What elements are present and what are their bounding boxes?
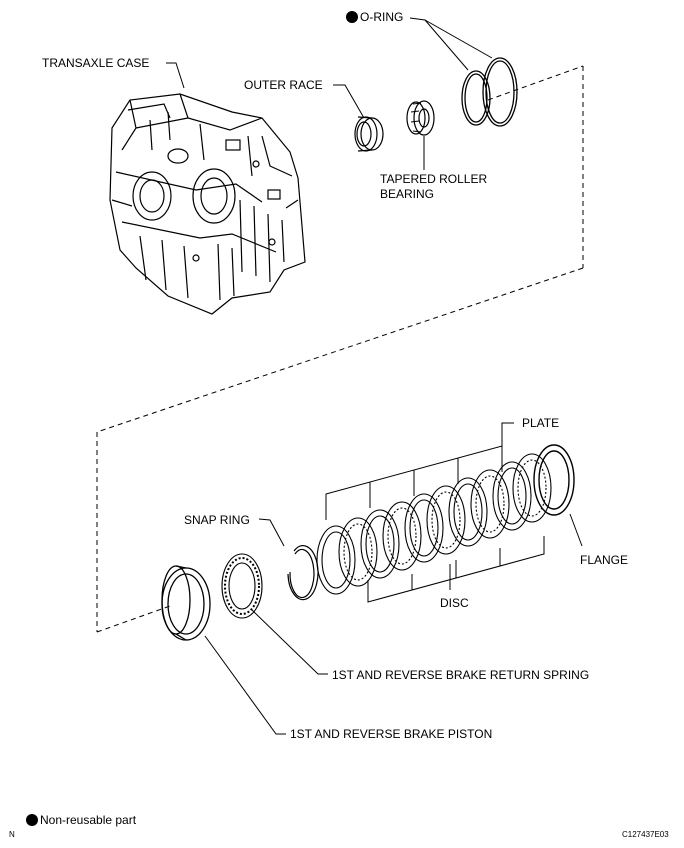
disc-4 — [470, 469, 510, 539]
outer-race-label: OUTER RACE — [244, 78, 323, 92]
return-spring-label: 1ST AND REVERSE BRAKE RETURN SPRING — [332, 668, 590, 682]
snap-ring — [287, 545, 319, 601]
o-rings — [461, 57, 518, 127]
return-spring — [221, 553, 263, 619]
plate-1 — [316, 525, 356, 595]
legend-text: Non-reusable part — [40, 813, 137, 827]
plate-3 — [404, 493, 444, 563]
disc-1 — [338, 517, 378, 587]
assembly-dashed-outline — [96, 65, 584, 633]
tapered-roller-bearing-label-line1: TAPERED ROLLER — [380, 172, 488, 186]
plate-2 — [360, 509, 400, 579]
disc-2 — [382, 501, 422, 571]
orientation-mark: N — [9, 830, 15, 839]
tapered-roller-bearing-label-line2: BEARING — [380, 187, 435, 201]
brake-piston — [161, 565, 211, 641]
disc-5 — [512, 453, 552, 523]
plate-label: PLATE — [522, 416, 560, 430]
clutch-pack — [316, 444, 575, 595]
plate-4 — [448, 477, 488, 547]
legend: Non-reusable part — [26, 813, 136, 827]
piston-label: 1ST AND REVERSE BRAKE PISTON — [290, 727, 493, 741]
flange-label: FLANGE — [580, 553, 629, 567]
plate-5 — [492, 461, 532, 531]
disc-label: DISC — [440, 596, 469, 610]
transaxle-case — [109, 93, 306, 315]
tapered-roller-bearing — [406, 100, 435, 136]
snap-ring-label: SNAP RING — [184, 513, 250, 527]
o-ring-text: O-RING — [360, 10, 404, 24]
figure-code: C127437E03 — [622, 830, 669, 839]
transaxle-case-label: TRANSAXLE CASE — [42, 56, 150, 70]
leader-lines — [166, 17, 583, 735]
disc-3 — [426, 485, 466, 555]
black-dot-icon — [346, 11, 358, 23]
black-dot-icon — [26, 814, 38, 826]
o-ring-label: O-RING — [346, 10, 403, 24]
flange — [533, 444, 575, 516]
outer-race — [354, 116, 384, 152]
